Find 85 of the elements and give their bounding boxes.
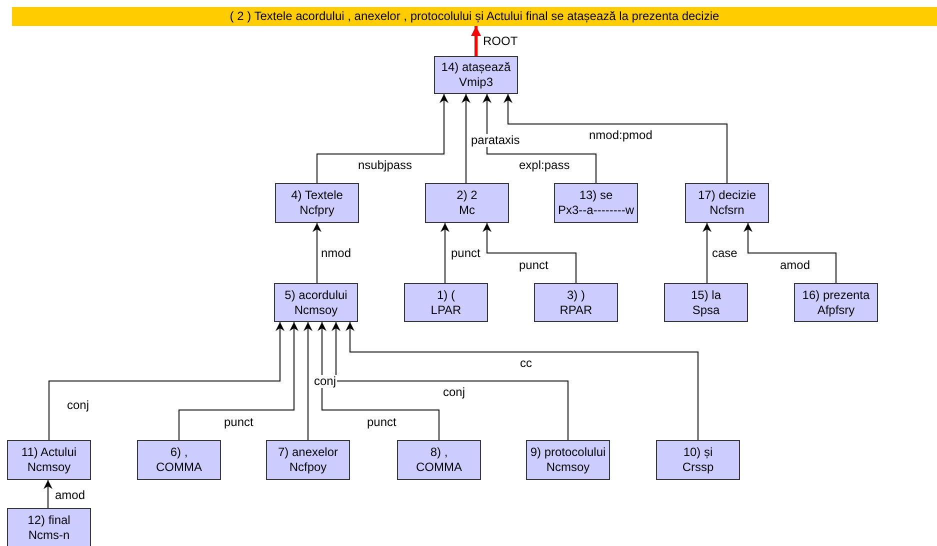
- sentence-text: ( 2 ) Textele acordului , anexelor , protocolului și Actului final se atașează la prezenta decizie: [230, 9, 720, 24]
- token-box: [664, 283, 748, 322]
- token-tag: Ncfpoy: [289, 460, 327, 475]
- token-tag: Mc: [459, 203, 475, 218]
- token-tag: Ncmsoy: [27, 460, 71, 475]
- token-word: 3) ): [567, 288, 585, 302]
- token-box: [266, 440, 350, 480]
- token-word: 5) acordului: [284, 288, 348, 302]
- edge-label: nsubjpass: [357, 159, 414, 172]
- dependency-arrow: [332, 322, 568, 440]
- token-tag: Afpfsry: [817, 302, 855, 318]
- dependency-arrow: [178, 322, 298, 440]
- token-box: [7, 440, 91, 480]
- token-tag: Ncmsoy: [546, 460, 590, 475]
- token-word: 15) la: [690, 288, 722, 302]
- token-word: 6) ,: [170, 445, 188, 460]
- token-box: [554, 183, 638, 223]
- token-box: [274, 283, 358, 322]
- token-word: 13) se: [579, 188, 613, 203]
- token-box: [425, 183, 509, 223]
- edge-label: punct: [223, 416, 254, 429]
- token-word: 4) Textele: [291, 188, 343, 203]
- token-box: [526, 440, 610, 480]
- token-word: 17) decizie: [698, 188, 756, 203]
- token-box: [794, 283, 878, 322]
- edge-label: conj: [66, 399, 90, 412]
- edge-label: punct: [366, 416, 398, 429]
- dependency-arrow: [44, 480, 52, 508]
- token-box: [137, 440, 221, 480]
- token-box: [397, 440, 481, 480]
- token-tag: Ncfpry: [300, 203, 334, 218]
- token-box: [404, 283, 488, 322]
- token-tag: Ncmsoy: [294, 302, 338, 318]
- token-tag: RPAR: [560, 302, 592, 318]
- dependency-arrow: [482, 94, 596, 184]
- edge-label: ROOT: [482, 35, 519, 48]
- edge-label: punct: [518, 259, 550, 272]
- edge-label: nmod:pmod: [588, 129, 654, 142]
- token-box: [7, 508, 91, 546]
- token-tag: COMMA: [156, 460, 202, 475]
- token-tag: Px3--a--------w: [558, 203, 634, 218]
- token-word: 2) 2: [456, 188, 478, 203]
- token-word: 1) (: [437, 288, 455, 302]
- token-tag: Ncms-n: [28, 528, 70, 543]
- token-word: 9) protocolului: [530, 445, 606, 460]
- token-tag: Vmip3: [458, 75, 493, 90]
- token-tag: LPAR: [430, 302, 462, 318]
- token-word: 7) anexelor: [278, 445, 338, 460]
- dependency-arrow: [482, 222, 576, 284]
- token-word: 16) prezenta: [802, 288, 870, 302]
- edge-label: expl:pass: [518, 159, 571, 172]
- dependency-arrow: [346, 322, 698, 440]
- dependency-arrow: [744, 222, 836, 284]
- edge-label: amod: [54, 489, 86, 502]
- token-tag: Crssp: [682, 460, 714, 475]
- dependency-arrow: [316, 94, 448, 184]
- token-tag: COMMA: [416, 460, 462, 475]
- dependency-arrow: [304, 322, 312, 440]
- edge-label: conj: [313, 375, 338, 388]
- dependency-arrow: [462, 94, 470, 184]
- token-box: [434, 56, 518, 94]
- dependency-arrow: [48, 322, 284, 440]
- dependency-arrow: [318, 322, 440, 440]
- token-tag: Ncfsrn: [710, 203, 744, 218]
- dependency-arrow: [702, 222, 712, 284]
- token-box: [656, 440, 740, 480]
- edge-label: amod: [779, 259, 812, 272]
- token-box: [685, 183, 769, 223]
- dependency-arrow: [471, 26, 481, 56]
- dependency-arrow: [440, 222, 450, 284]
- edge-label: punct: [450, 247, 482, 260]
- edge-label: parataxis: [470, 134, 521, 147]
- token-word: 14) atașează: [441, 60, 511, 75]
- token-box: [534, 283, 618, 322]
- edge-label: nmod: [320, 247, 352, 260]
- token-word: 12) final: [28, 513, 70, 528]
- token-word: 11) Actului: [21, 445, 77, 460]
- dependency-arrow: [312, 222, 322, 284]
- token-tag: Spsa: [692, 302, 720, 318]
- token-word: 8) ,: [430, 445, 448, 460]
- edge-label: conj: [442, 386, 466, 399]
- token-box: [275, 183, 359, 223]
- dependency-arrow: [504, 94, 728, 184]
- token-word: 10) și: [683, 445, 713, 460]
- sentence-banner: [12, 7, 937, 26]
